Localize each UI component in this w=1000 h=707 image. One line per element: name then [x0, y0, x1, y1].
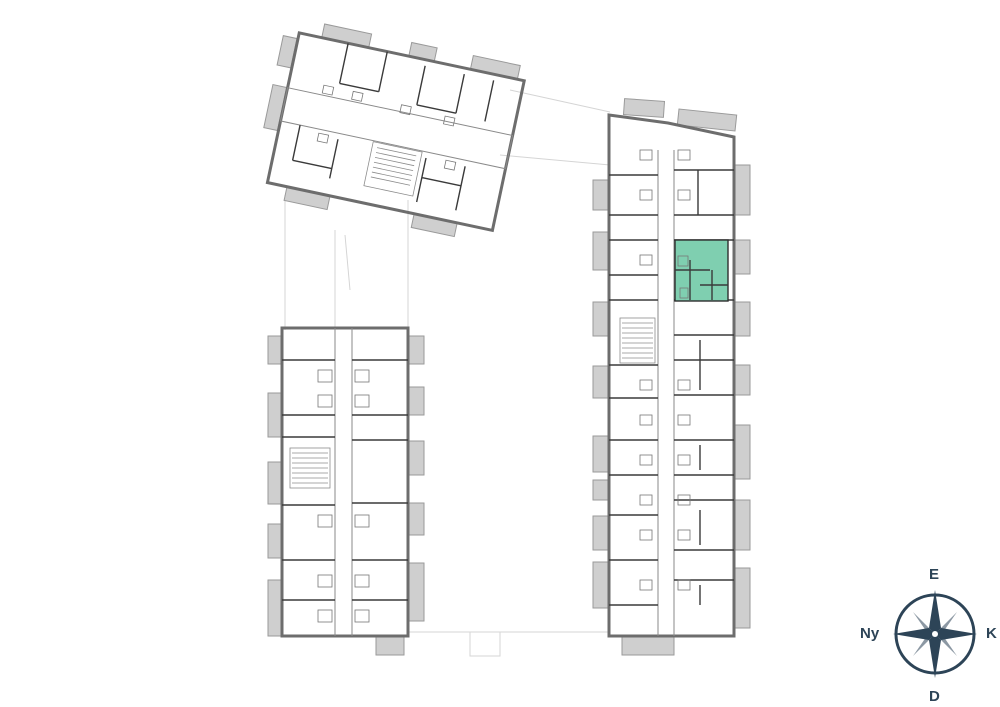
building-southwest [267, 326, 425, 656]
highlighted-apartment[interactable] [674, 239, 729, 302]
compass-west-label: Ny [860, 625, 880, 642]
compass-south-label: D [929, 688, 940, 705]
compass-rose [893, 590, 977, 678]
building-east [592, 98, 751, 656]
courtyard-outline [284, 89, 611, 657]
compass-east-label: K [986, 625, 997, 642]
compass-north-label: E [929, 566, 940, 583]
building-northwest [263, 23, 526, 238]
